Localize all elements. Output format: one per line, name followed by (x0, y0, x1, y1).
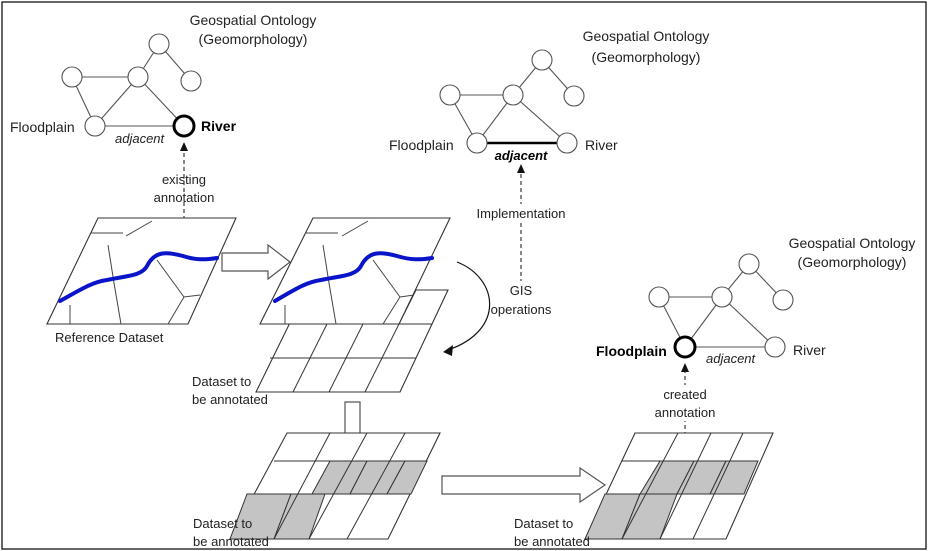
dataset-to-annotate-label-2: be annotated (193, 534, 269, 549)
existing-annotation-label-2: annotation (154, 190, 215, 205)
river-label: River (585, 137, 618, 153)
ontology-graph-1: Geospatial Ontology (Geomorphology) Floo… (10, 12, 316, 146)
floodplain-node-highlighted (673, 335, 697, 359)
ontology-graph-3: Geospatial Ontology (Geomorphology) Floo… (596, 235, 915, 366)
created-annotation-label-1: created (663, 387, 706, 402)
ontology-3-subtitle: (Geomorphology) (798, 254, 907, 270)
gis-operations-label-1: GIS (510, 283, 533, 298)
river-line (58, 251, 219, 303)
river-label: River (793, 342, 826, 358)
ontology-2-title: Geospatial Ontology (583, 28, 710, 44)
river-node (556, 132, 578, 154)
ontology-node (711, 286, 733, 308)
result-grid-1: Dataset to be annotated (193, 432, 441, 549)
floodplain-node (84, 115, 106, 137)
ontology-1-title: Geospatial Ontology (190, 12, 317, 28)
adjacent-label-bold: adjacent (495, 148, 548, 163)
adjacent-label: adjacent (115, 131, 166, 146)
ontology-node (127, 66, 149, 88)
gis-operations-arrowhead (443, 345, 453, 356)
overlay-stack: Dataset to be annotated (192, 217, 451, 407)
gis-operations-label-2: operations (491, 302, 552, 317)
result-grid-2: Dataset to be annotated (514, 432, 774, 549)
gis-operations-arrow (447, 261, 491, 351)
dataset-to-annotate-label-1: Dataset to (193, 516, 252, 531)
ontology-node (502, 84, 524, 106)
floodplain-node (466, 132, 488, 154)
existing-annotation-link: existing annotation (154, 142, 215, 262)
existing-annotation-label-1: existing (162, 172, 206, 187)
floodplain-label-bold: Floodplain (596, 343, 667, 359)
ontology-1-subtitle: (Geomorphology) (199, 31, 308, 47)
implementation-link: Implementation GIS operations (472, 164, 570, 319)
river-node (764, 336, 786, 358)
reference-dataset-label: Reference Dataset (55, 330, 164, 345)
ontology-node (648, 286, 670, 308)
transfer-arrow-2 (441, 466, 607, 504)
floodplain-label: Floodplain (10, 119, 75, 135)
ontology-node (531, 49, 553, 71)
transfer-arrow-1 (221, 243, 291, 281)
ontology-node (738, 253, 760, 275)
ontology-node (148, 33, 170, 55)
river-node-highlighted (172, 114, 196, 138)
ontology-node (61, 66, 83, 88)
ontology-node (772, 289, 794, 311)
reference-dataset-sheet: Reference Dataset (46, 217, 237, 345)
implementation-label: Implementation (477, 206, 566, 221)
ontology-node (439, 84, 461, 106)
floodplain-label: Floodplain (389, 137, 454, 153)
dataset-to-annotate-label-2: be annotated (192, 392, 268, 407)
river-line (273, 251, 434, 303)
ontology-2-subtitle: (Geomorphology) (592, 49, 701, 65)
ontology-graph-2: Geospatial Ontology (Geomorphology) Floo… (389, 28, 709, 163)
ontology-3-title: Geospatial Ontology (789, 235, 916, 251)
ontology-node (563, 85, 585, 107)
ontology-node (180, 70, 202, 92)
river-label-bold: River (201, 118, 237, 134)
dataset-to-annotate-label-2: be annotated (514, 534, 590, 549)
dataset-to-annotate-label-1: Dataset to (192, 374, 251, 389)
dataset-to-annotate-label-1: Dataset to (514, 516, 573, 531)
created-annotation-label-2: annotation (655, 405, 716, 420)
adjacent-label: adjacent (706, 351, 757, 366)
